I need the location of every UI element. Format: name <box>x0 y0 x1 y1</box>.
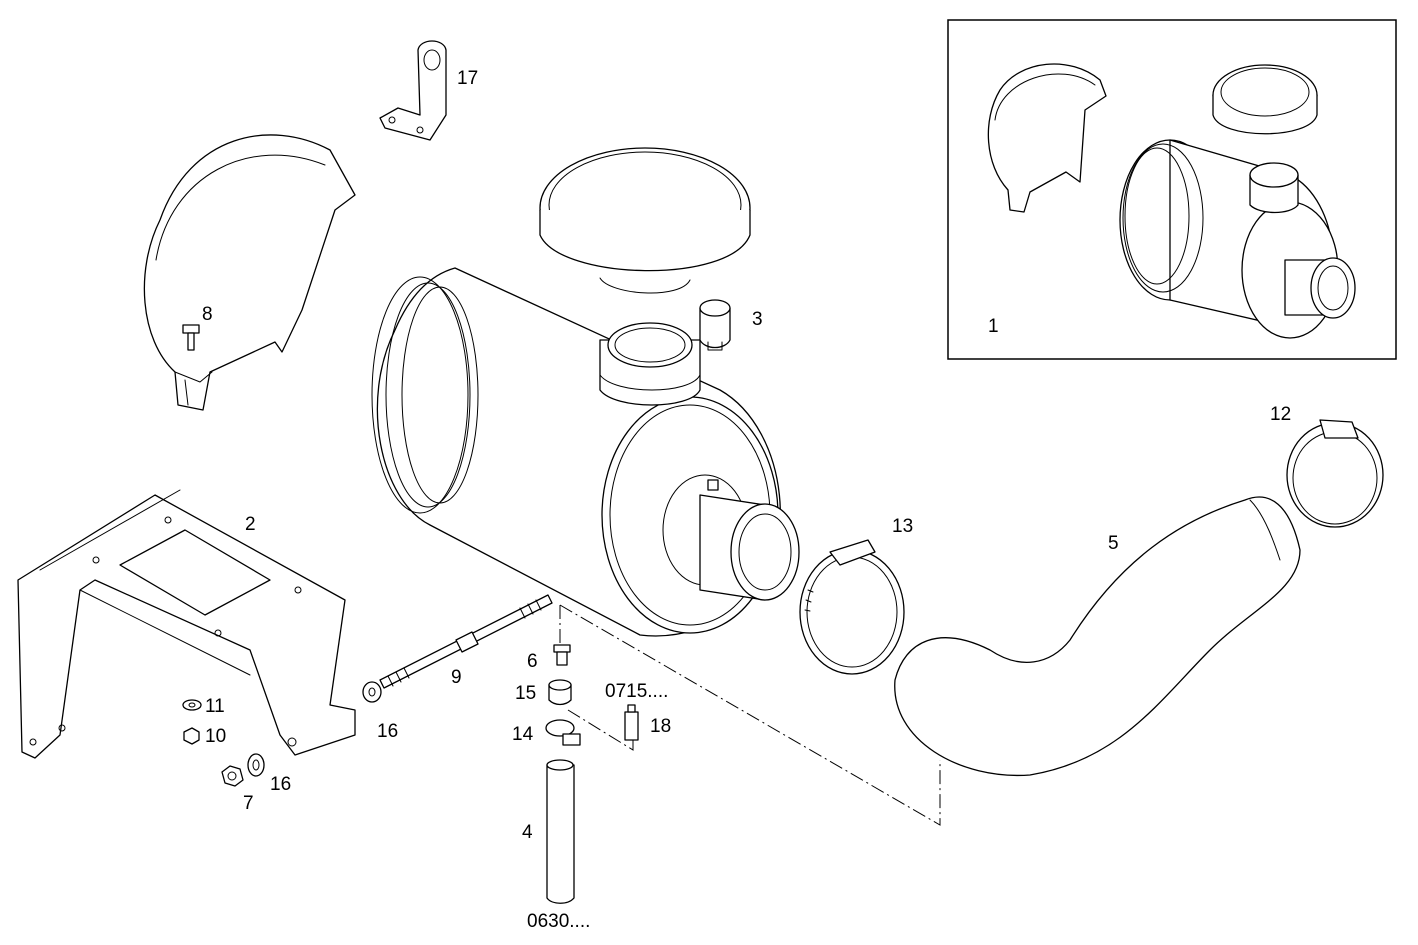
ref-0630: 0630.... <box>527 911 590 932</box>
part-17-bracket: 17 <box>379 40 478 141</box>
part-5-hose: 5 <box>894 496 1301 777</box>
callout-8: 8 <box>202 304 213 325</box>
callout-6: 6 <box>527 651 538 672</box>
part-2-bracket: 2 <box>17 489 356 759</box>
assembly-lines <box>559 604 941 826</box>
callout-12: 12 <box>1270 404 1291 425</box>
strap-part: 8 <box>143 134 356 411</box>
callout-14: 14 <box>512 724 534 745</box>
callout-15: 15 <box>515 683 536 704</box>
air-filter-housing <box>371 267 800 637</box>
part-3-cap: 3 <box>699 299 763 351</box>
part-9-stud: 9 16 <box>362 594 553 742</box>
inset-assembly: 1 <box>947 19 1397 360</box>
callout-18: 18 <box>650 716 671 737</box>
callout-2: 2 <box>245 514 256 535</box>
callout-11: 11 <box>205 696 225 717</box>
callout-10: 10 <box>205 726 226 747</box>
callout-16b: 16 <box>270 774 291 795</box>
ref-0715: 0715.... <box>605 681 668 702</box>
callout-7: 7 <box>243 793 254 814</box>
callout-17: 17 <box>457 68 478 89</box>
callout-3: 3 <box>752 309 763 330</box>
callout-1: 1 <box>988 316 999 337</box>
callout-9: 9 <box>451 667 462 688</box>
callout-16a: 16 <box>377 721 398 742</box>
small-fittings: 6 15 14 18 0715.... 4 0630.... <box>512 644 671 932</box>
callout-4: 4 <box>522 822 533 843</box>
hardware-set: 11 10 7 16 <box>182 696 291 814</box>
precleaner-cap <box>539 147 751 294</box>
callout-13: 13 <box>892 516 913 537</box>
callout-5: 5 <box>1108 533 1119 554</box>
part-12-clamp: 12 <box>1270 404 1384 528</box>
part-13-clamp: 13 <box>799 516 913 675</box>
